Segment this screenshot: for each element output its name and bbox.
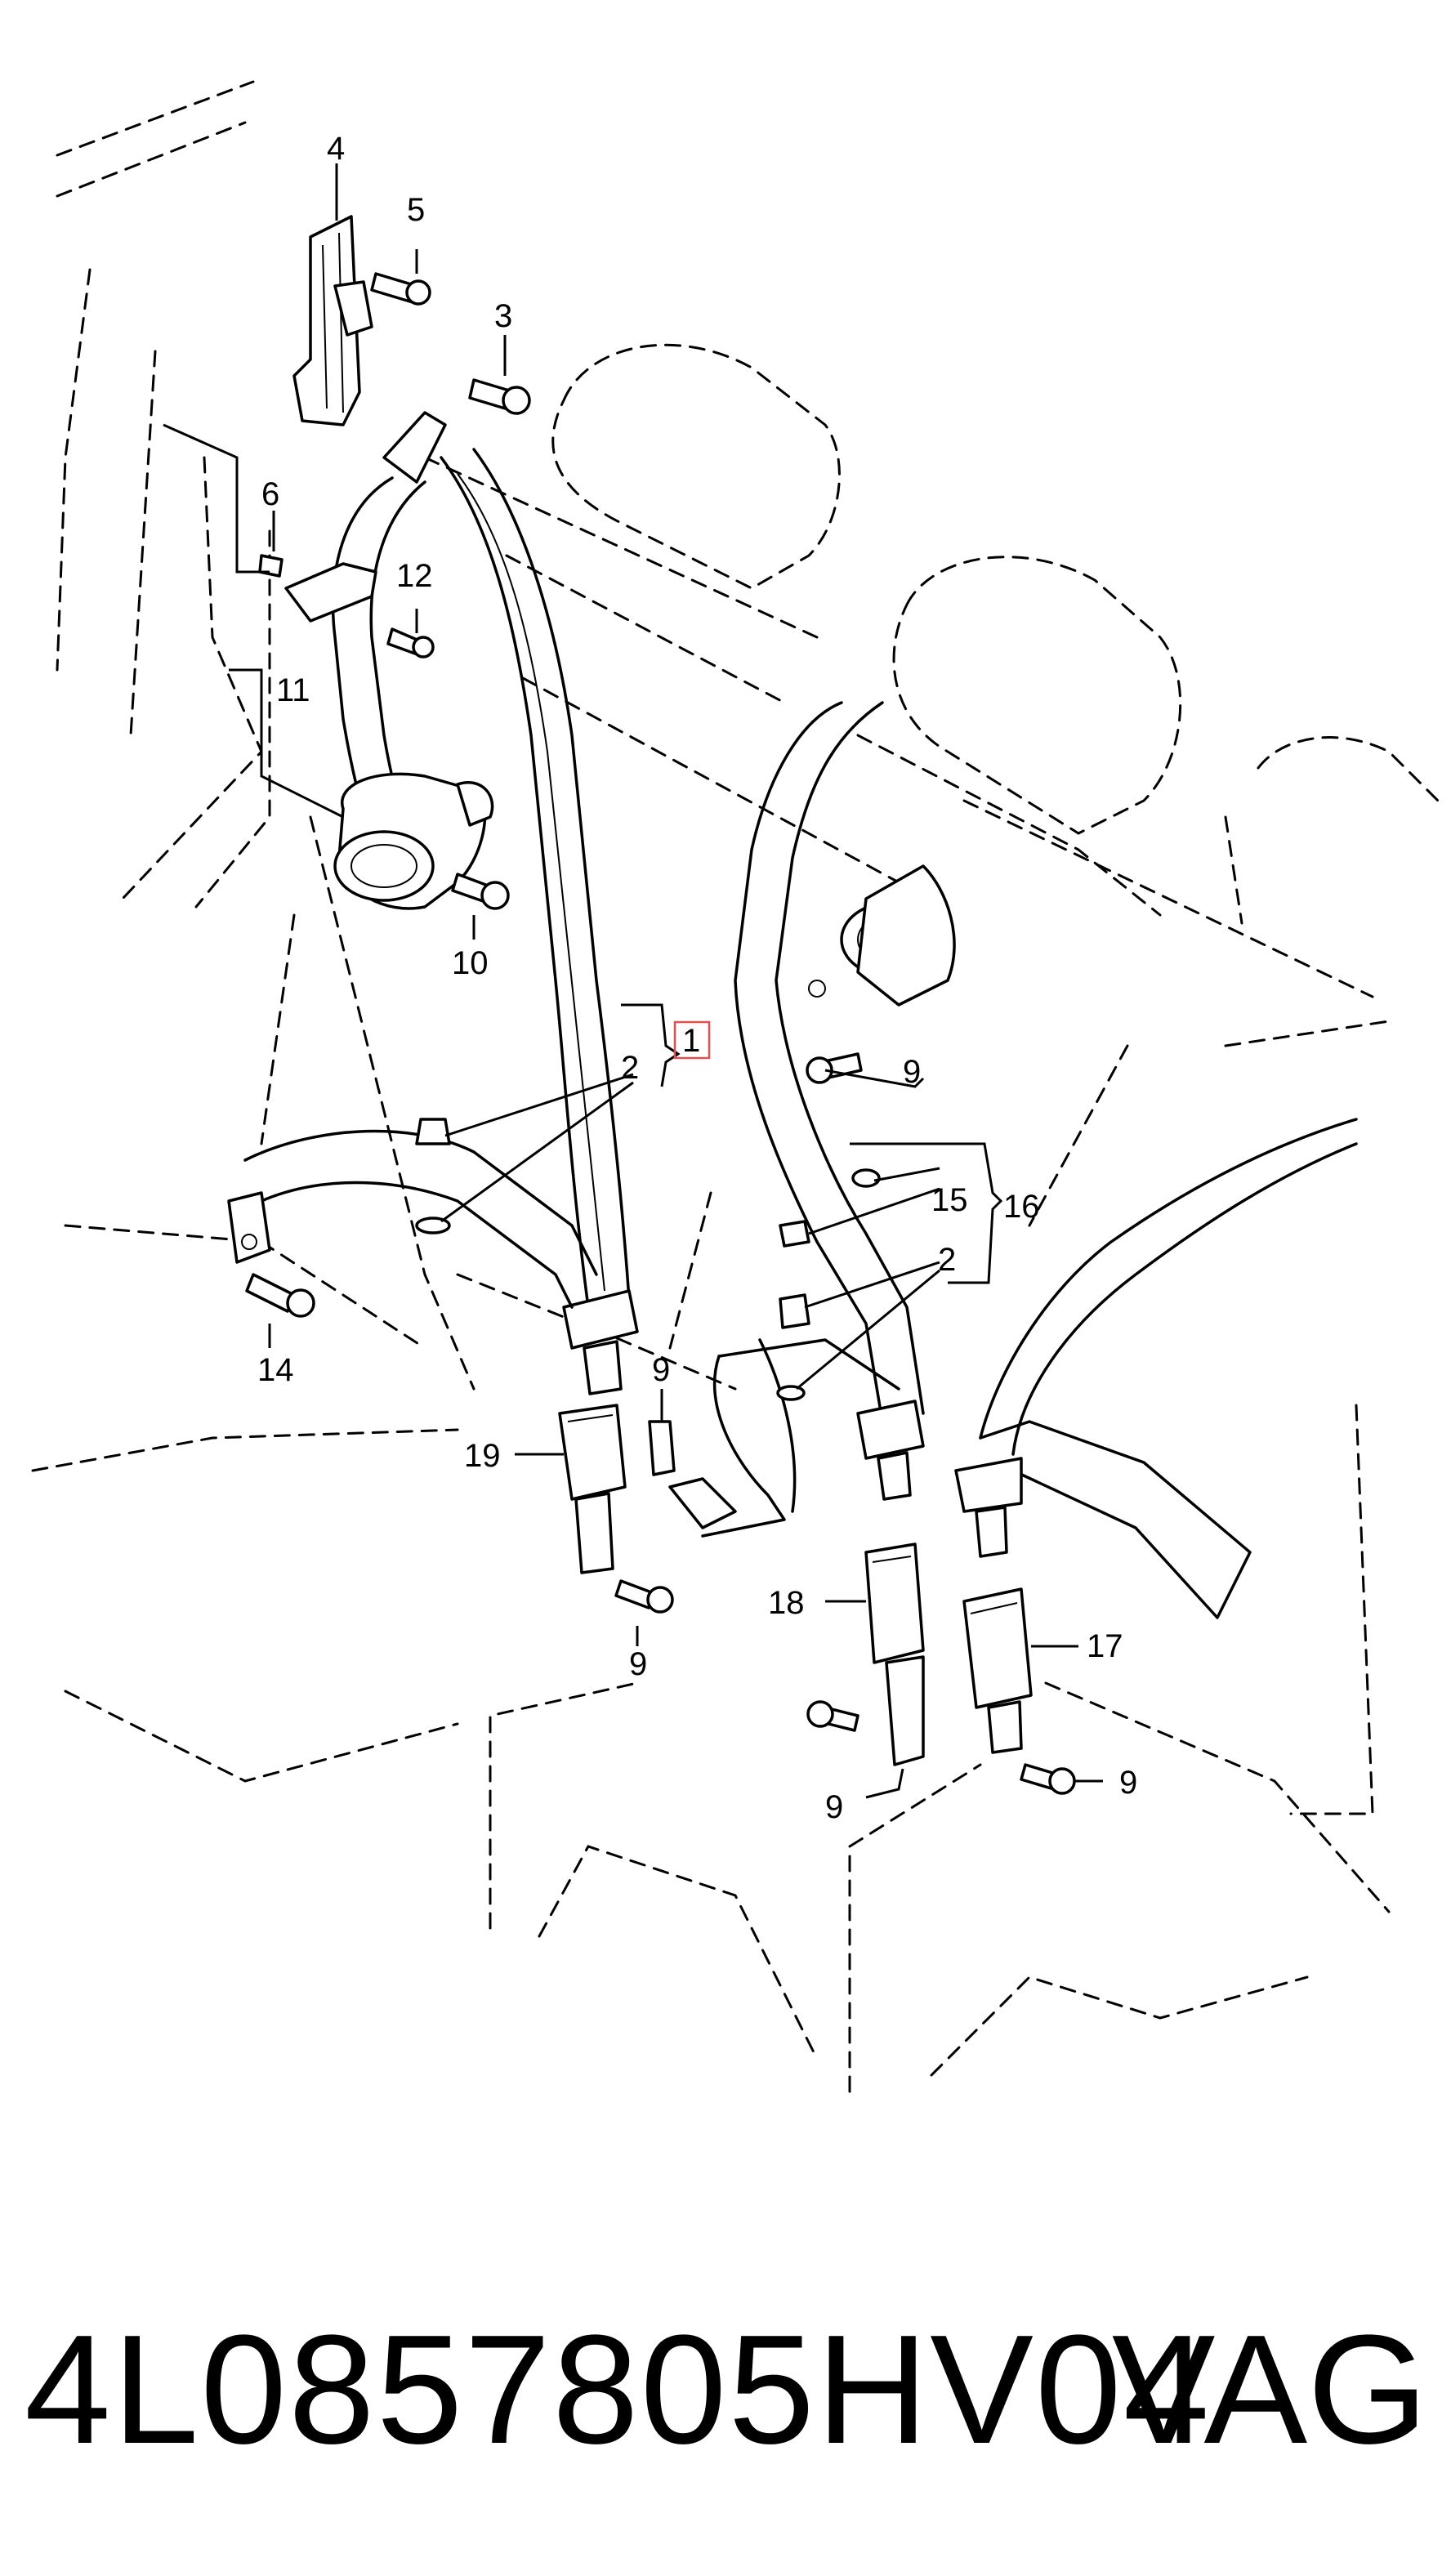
- callout-10: 10: [452, 945, 489, 981]
- latch-tongue: [954, 1457, 1023, 1513]
- fasteners-left: [415, 1118, 451, 1234]
- callout-5: 5: [407, 192, 425, 228]
- belt-guide-loop: [382, 411, 447, 484]
- buckle: [962, 1587, 1033, 1709]
- callout-labels: 4 5 3 6 12 11 10 1 2 14 9 19 9 9 15 16 2…: [257, 131, 1137, 1825]
- callout-19: 19: [464, 1438, 501, 1474]
- callout-17: 17: [1087, 1628, 1123, 1664]
- buckle-left: [558, 1404, 676, 1614]
- callout-6: 6: [261, 476, 279, 512]
- callout-2-left: 2: [621, 1050, 639, 1086]
- right-retractor-assembly: [734, 701, 956, 1501]
- callout-15: 15: [931, 1182, 968, 1218]
- callout-9-right-top: 9: [903, 1054, 921, 1090]
- front-belt-webbing: [440, 448, 639, 1395]
- center-lap-belt: [668, 1338, 900, 1538]
- latch-tongue: [856, 1400, 925, 1460]
- seat-belt-exploded-diagram: 4 5 3 6 12 11 10 1 2 14 9 19 9 9 15 16 2…: [31, 80, 1440, 2093]
- bolt: [648, 1420, 676, 1476]
- latch-tongue: [562, 1289, 639, 1350]
- callout-11: 11: [276, 672, 310, 708]
- callout-9-right-bottom-right: 9: [1119, 1765, 1137, 1801]
- brand-label: VAG: [1111, 2303, 1428, 2476]
- left-lap-belt: [227, 1129, 598, 1318]
- callout-1: 1: [682, 1023, 700, 1059]
- part-number: 4L0857805HV04: [25, 2303, 1212, 2476]
- callout-4: 4: [327, 131, 345, 167]
- bracket: [284, 562, 377, 623]
- buckle-right: [806, 1542, 1076, 1795]
- bolt: [245, 1273, 296, 1313]
- callout-2-right: 2: [938, 1242, 956, 1278]
- callout-9-left-bottom: 9: [629, 1646, 647, 1682]
- buckle: [558, 1404, 627, 1501]
- leader-lines: [268, 163, 1103, 1799]
- callout-16: 16: [1003, 1189, 1040, 1225]
- highlight-box: [673, 1020, 711, 1060]
- callout-3: 3: [494, 298, 512, 334]
- cap: [779, 1220, 810, 1248]
- guide-bracket: [292, 215, 361, 426]
- cap: [779, 1293, 810, 1329]
- callout-14: 14: [257, 1352, 294, 1388]
- vehicle-body-outline: [31, 80, 1440, 2093]
- anchor-plate: [227, 1191, 271, 1264]
- bolt: [614, 1579, 655, 1609]
- buckle: [864, 1542, 925, 1664]
- callout-18: 18: [768, 1585, 805, 1621]
- callout-9-right-bottom-left: 9: [825, 1789, 843, 1825]
- cap: [415, 1118, 451, 1145]
- left-retractor-assembly: [163, 215, 531, 910]
- caption-bar: 4L0857805HV04 VAG: [0, 2296, 1451, 2484]
- right-side-belt: [954, 1118, 1358, 1619]
- callout-9-left-top: 9: [652, 1352, 670, 1388]
- callout-12: 12: [396, 558, 433, 594]
